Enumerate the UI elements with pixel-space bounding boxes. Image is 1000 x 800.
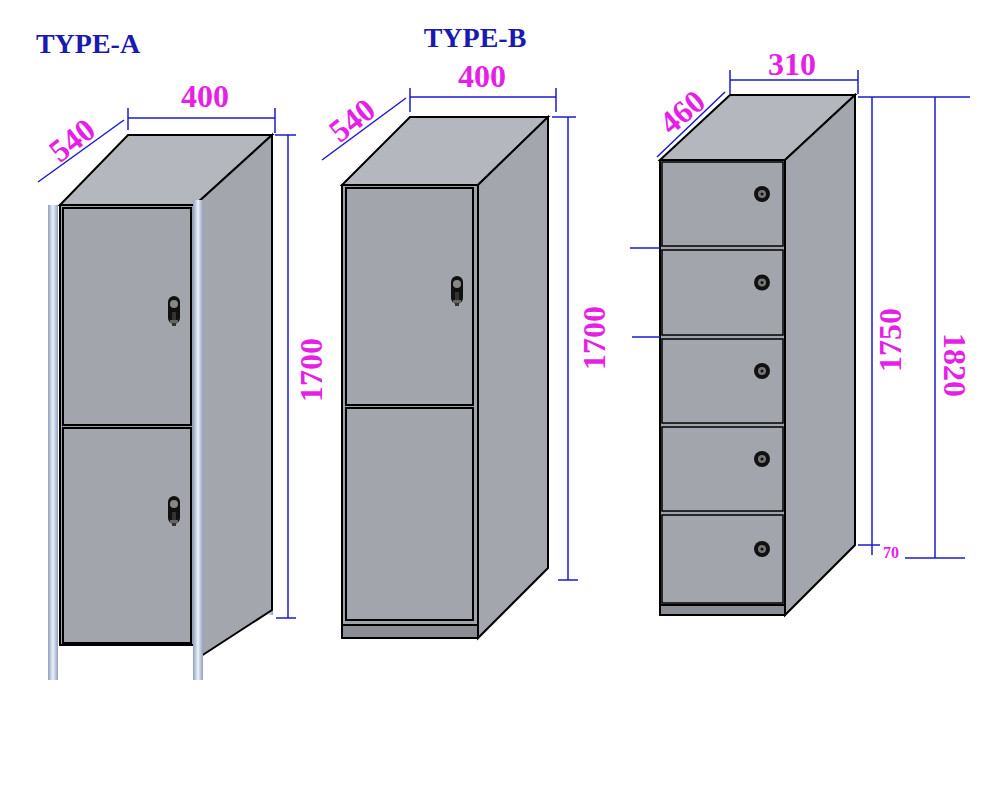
height-dimension: 1750	[874, 308, 906, 372]
drawer-cabinet	[660, 95, 855, 615]
type-b-locker	[342, 117, 852, 800]
width-dimension: 400	[458, 60, 506, 92]
width-dimension: 310	[768, 48, 816, 80]
height-dimension: 1700	[295, 338, 327, 402]
type-a-locker	[48, 135, 273, 680]
height-dimension: 1700	[578, 306, 610, 370]
plinth-dimension: 70	[883, 545, 899, 561]
height-dimension: 1820	[939, 333, 971, 397]
depth-dimension: 540	[323, 93, 381, 148]
dimension-lines	[38, 70, 970, 618]
width-dimension: 400	[181, 80, 229, 112]
type-heading: TYPE-B	[424, 24, 527, 52]
depth-dimension: 540	[43, 113, 101, 168]
type-heading: TYPE-A	[36, 30, 140, 58]
